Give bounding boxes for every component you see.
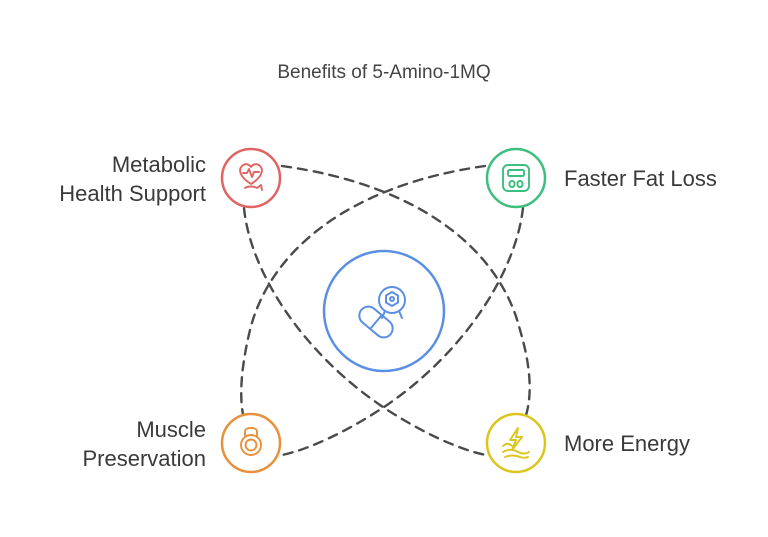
orbit-connectors bbox=[240, 164, 531, 457]
capsule-pill-icon bbox=[358, 286, 406, 339]
kettlebell-icon bbox=[240, 427, 262, 456]
benefit-label-metabolic: Metabolic Health Support bbox=[59, 152, 206, 206]
connector-metabolic-down bbox=[242, 206, 488, 457]
center-node bbox=[322, 249, 446, 373]
weight-scale-icon bbox=[502, 164, 530, 192]
diagram-title: Benefits of 5-Amino-1MQ bbox=[277, 62, 491, 83]
lightning-energy-icon bbox=[502, 427, 530, 459]
heart-muscle-icon bbox=[239, 163, 263, 191]
benefit-label-muscle: Muscle Preservation bbox=[82, 417, 206, 471]
benefit-node-energy bbox=[485, 412, 547, 474]
node-circle-fatloss bbox=[485, 147, 547, 209]
benefit-node-metabolic bbox=[220, 147, 282, 209]
benefit-label-fatloss: Faster Fat Loss bbox=[564, 166, 717, 191]
node-circle-metabolic bbox=[220, 147, 282, 209]
benefit-node-muscle bbox=[220, 412, 282, 474]
node-circle-energy bbox=[485, 412, 547, 474]
benefit-node-fatloss bbox=[485, 147, 547, 209]
connector-fatloss-to-muscle bbox=[240, 164, 487, 427]
benefit-label-energy: More Energy bbox=[564, 431, 690, 456]
connector-metabolic-to-energy bbox=[280, 164, 531, 427]
connector-fatloss-down bbox=[280, 206, 525, 457]
node-circle-muscle bbox=[220, 412, 282, 474]
